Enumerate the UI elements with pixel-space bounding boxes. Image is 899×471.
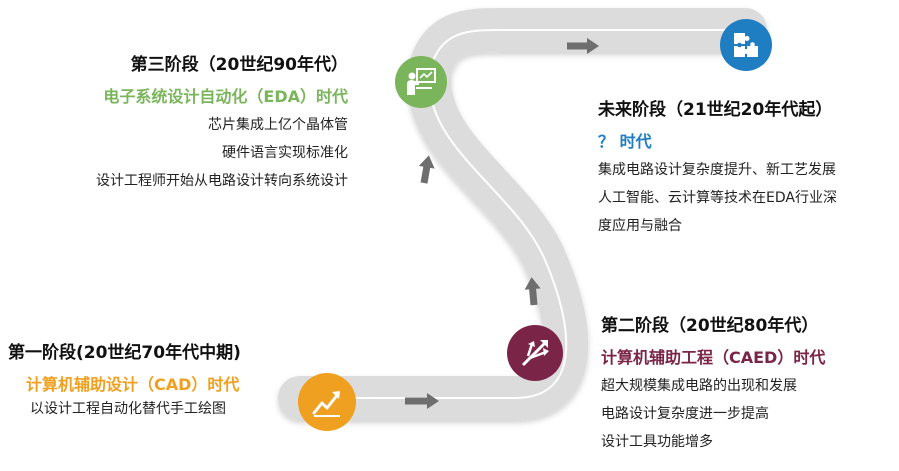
future-block: 未来阶段（21世纪20年代起） ？ 时代 集成电路设计复杂度提升、新工艺发展 人… bbox=[598, 95, 837, 240]
stage1-line: 以设计工程自动化替代手工绘图 bbox=[30, 401, 226, 417]
arrow-right-icon bbox=[567, 38, 599, 54]
future-line: 集成电路设计复杂度提升、新工艺发展 bbox=[598, 162, 836, 178]
stage2-title: 第二阶段（20世纪80年代） bbox=[601, 316, 819, 336]
arrow-right-icon bbox=[405, 393, 439, 409]
stage2-line: 设计工具功能增多 bbox=[601, 434, 713, 450]
road-center-line bbox=[299, 29, 746, 399]
stage3-era: 电子系统设计自动化（EDA）时代 bbox=[103, 87, 348, 106]
stage2-line: 电路设计复杂度进一步提高 bbox=[601, 406, 769, 422]
stage1-icon-circle bbox=[298, 373, 356, 431]
stage3-line: 设计工程师开始从电路设计转向系统设计 bbox=[96, 173, 348, 189]
future-icon-circle bbox=[720, 19, 772, 71]
branching-arrows-icon bbox=[521, 340, 549, 367]
stage3-title: 第三阶段（20世纪90年代） bbox=[130, 55, 348, 75]
presentation-icon bbox=[407, 68, 436, 95]
stage1-title: 第一阶段(20世纪70年代中期) bbox=[8, 343, 241, 363]
arrow-up-icon bbox=[418, 155, 435, 184]
future-era: ？ 时代 bbox=[598, 132, 652, 151]
stage3-line: 芯片集成上亿个晶体管 bbox=[208, 117, 348, 133]
future-line: 度应用与融合 bbox=[598, 218, 682, 234]
stage3-block: 第三阶段（20世纪90年代） 电子系统设计自动化（EDA）时代 芯片集成上亿个晶… bbox=[96, 50, 348, 195]
future-title: 未来阶段（21世纪20年代起） bbox=[598, 100, 833, 120]
stage3-line: 硬件语言实现标准化 bbox=[222, 145, 348, 161]
puzzle-icon bbox=[734, 33, 758, 57]
stage3-icon-circle bbox=[395, 56, 447, 108]
rising-chart-icon bbox=[312, 391, 340, 417]
arrow-up-icon bbox=[524, 277, 541, 306]
future-line: 人工智能、云计算等技术在EDA行业深 bbox=[598, 190, 837, 206]
stage1-block: 第一阶段(20世纪70年代中期) 计算机辅助设计（CAD）时代 以设计工程自动化… bbox=[8, 338, 241, 423]
stage2-era: 计算机辅助工程（CAED）时代 bbox=[601, 348, 826, 367]
stage2-icon-circle bbox=[507, 325, 563, 381]
stage2-line: 超大规模集成电路的出现和发展 bbox=[601, 378, 797, 394]
stage1-era: 计算机辅助设计（CAD）时代 bbox=[26, 375, 240, 394]
stage2-block: 第二阶段（20世纪80年代） 计算机辅助工程（CAED）时代 超大规模集成电路的… bbox=[601, 311, 825, 456]
